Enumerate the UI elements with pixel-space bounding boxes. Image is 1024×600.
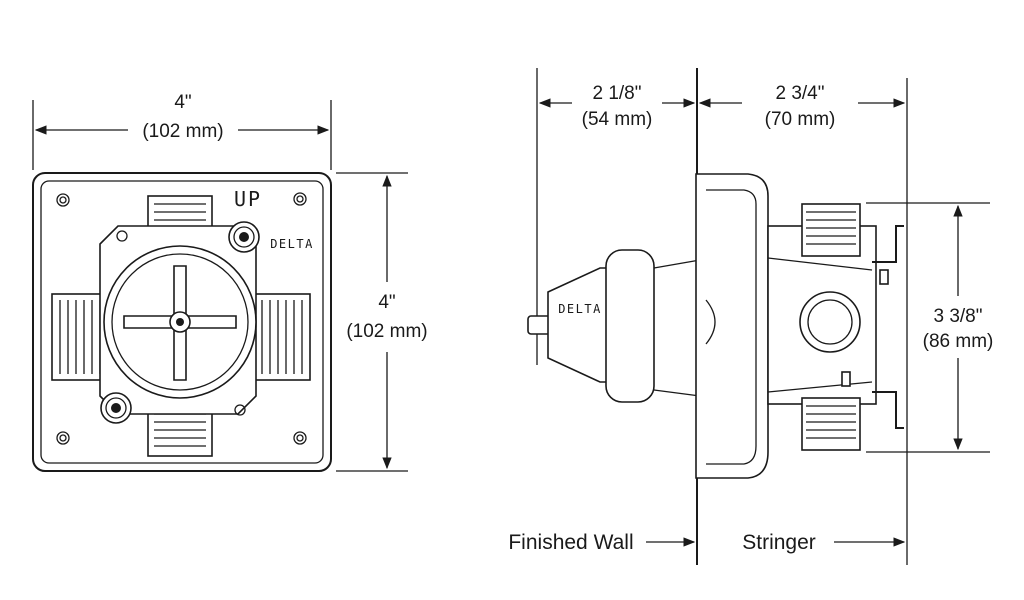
up-label: UP — [234, 187, 262, 211]
front-width-imperial: 4" — [174, 92, 191, 113]
front-width-dimension: 4" (102 mm) — [32, 92, 332, 170]
mounting-plate — [32, 172, 332, 472]
side-view: 2 1/8" (54 mm) 2 3/4" (70 mm) 3 3/8" (86… — [508, 68, 993, 565]
stop-screw-top — [228, 221, 260, 253]
front-height-metric: (102 mm) — [346, 321, 427, 342]
cartridge — [103, 245, 257, 399]
front-view: 4" (102 mm) 4" (102 mm) — [32, 92, 428, 472]
depth-rear-dimension: 2 3/4" (70 mm) — [698, 83, 906, 130]
side-height-dimension: 3 3/8" (86 mm) — [866, 202, 994, 453]
depth-rear-imperial: 2 3/4" — [775, 83, 824, 104]
finished-wall-label: Finished Wall — [508, 531, 633, 554]
depth-front-imperial: 2 1/8" — [592, 83, 641, 104]
finished-wall-callout: Finished Wall — [508, 531, 696, 554]
stringer-label: Stringer — [742, 531, 816, 554]
mounting-plate-inner-edge — [40, 180, 324, 464]
depth-rear-metric: (70 mm) — [765, 109, 836, 130]
right-port — [251, 293, 311, 381]
side-height-metric: (86 mm) — [923, 331, 994, 352]
side-height-imperial: 3 3/8" — [933, 306, 982, 327]
stop-screw-bottom — [100, 392, 132, 424]
depth-front-metric: (54 mm) — [582, 109, 653, 130]
front-brand-label: DELTA — [270, 237, 314, 251]
front-width-metric: (102 mm) — [142, 121, 223, 142]
valve-side-profile — [527, 173, 904, 479]
side-brand-label: DELTA — [558, 302, 602, 316]
stringer-callout: Stringer — [742, 531, 906, 554]
depth-front-dimension: 2 1/8" (54 mm) — [538, 83, 696, 130]
front-height-dimension: 4" (102 mm) — [336, 172, 428, 472]
mounting-holes — [56, 192, 307, 445]
front-height-imperial: 4" — [378, 292, 395, 313]
